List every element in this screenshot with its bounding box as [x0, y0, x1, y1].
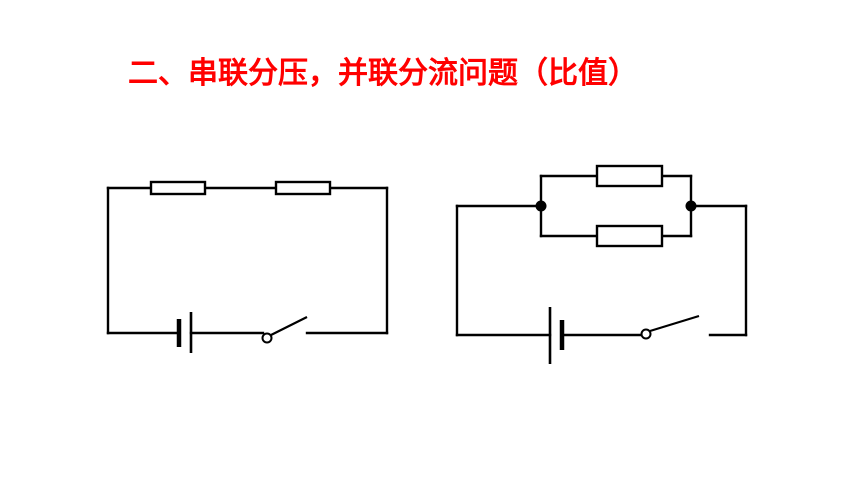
- parallel-resistor-lower: [595, 224, 664, 248]
- series-switch-icon: [261, 316, 308, 344]
- parallel-battery-icon: [548, 307, 565, 364]
- parallel-circuit: [455, 164, 748, 364]
- parallel-junction-right: [685, 200, 697, 212]
- parallel-resistor-upper: [595, 164, 664, 188]
- parallel-junction-left: [535, 200, 547, 212]
- parallel-switch-icon: [640, 314, 700, 340]
- series-resistor-2: [274, 180, 332, 196]
- slide-title: 二、串联分压，并联分流问题（比值）: [128, 56, 638, 91]
- series-battery-icon: [176, 312, 193, 353]
- series-circuit: [106, 180, 389, 353]
- series-resistor-1: [149, 180, 207, 196]
